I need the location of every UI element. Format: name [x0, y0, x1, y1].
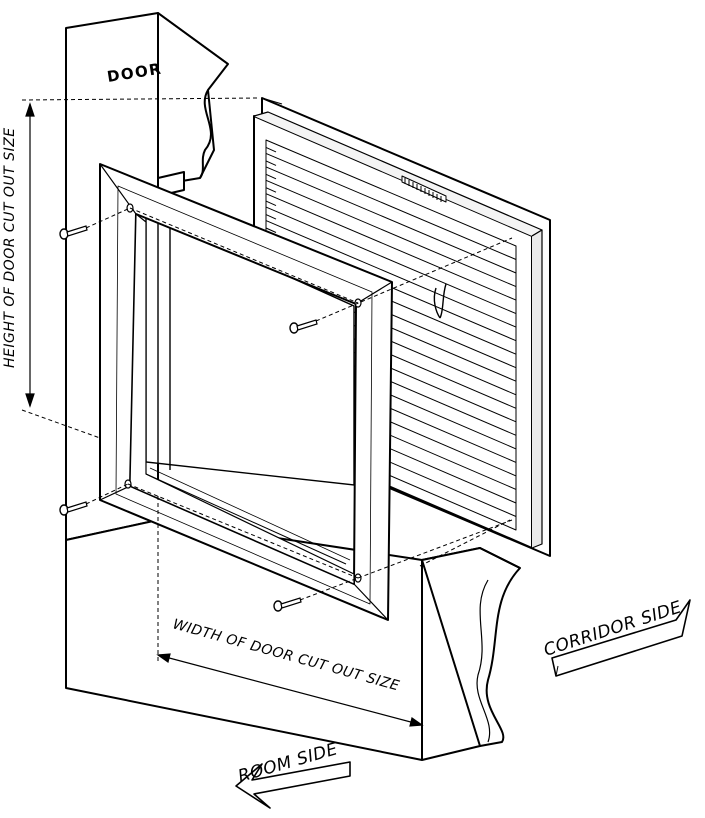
louvre-clip: [433, 283, 447, 319]
screws: [59, 225, 318, 612]
louvre-blade: [265, 220, 517, 328]
louvre-blade-edge: [265, 200, 277, 207]
louvre-blade-edge: [265, 227, 277, 233]
corridor-side-arrow-icon: [551, 599, 691, 677]
louvre-vent-slot: [401, 175, 447, 203]
louvre-blade-edge: [265, 160, 277, 166]
louvre-blade-edge: [265, 214, 277, 220]
trim-frame: [99, 163, 393, 621]
louvre-blade-edge: [265, 173, 277, 180]
louvre-blade: [265, 193, 517, 301]
height-label: HEIGHT OF DOOR CUT OUT SIZE: [2, 127, 18, 368]
louvre-blade: [265, 179, 517, 288]
louvre-blade-edge: [265, 187, 277, 193]
height-dimension: [25, 102, 35, 408]
alignment-lines: [21, 97, 513, 740]
louvre-blade: [265, 206, 517, 315]
screw-top-left-icon: [59, 225, 88, 240]
width-dimension: [156, 653, 424, 727]
room-side-arrow-icon: [235, 761, 351, 809]
screw-bottom-icon: [273, 597, 302, 612]
door-bottom-block: [421, 547, 521, 747]
louvre-blade-edge: [265, 146, 277, 153]
screw-middle-icon: [289, 319, 318, 334]
louvre-blade: [265, 152, 517, 260]
screw-bottom-left-icon: [59, 501, 88, 516]
louvre-blade: [265, 166, 517, 274]
